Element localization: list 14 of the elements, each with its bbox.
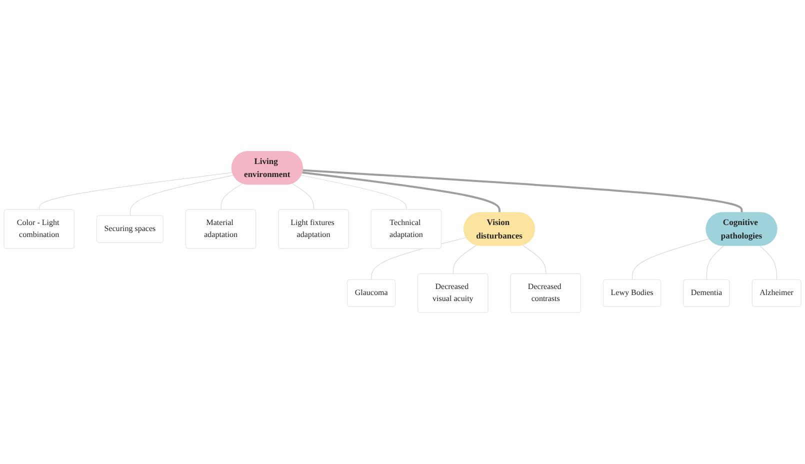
node-text: Glaucoma (354, 288, 388, 298)
connector (706, 246, 724, 280)
connector (220, 183, 243, 210)
connector (452, 245, 477, 274)
connector (522, 245, 546, 274)
connector (632, 238, 710, 280)
connector (302, 171, 501, 213)
node-text: Lewy Bodies (610, 288, 654, 298)
connector (760, 246, 778, 280)
connector (130, 175, 234, 216)
connector (39, 172, 233, 210)
connector (301, 174, 407, 210)
connector (292, 183, 314, 210)
connector (302, 169, 743, 213)
